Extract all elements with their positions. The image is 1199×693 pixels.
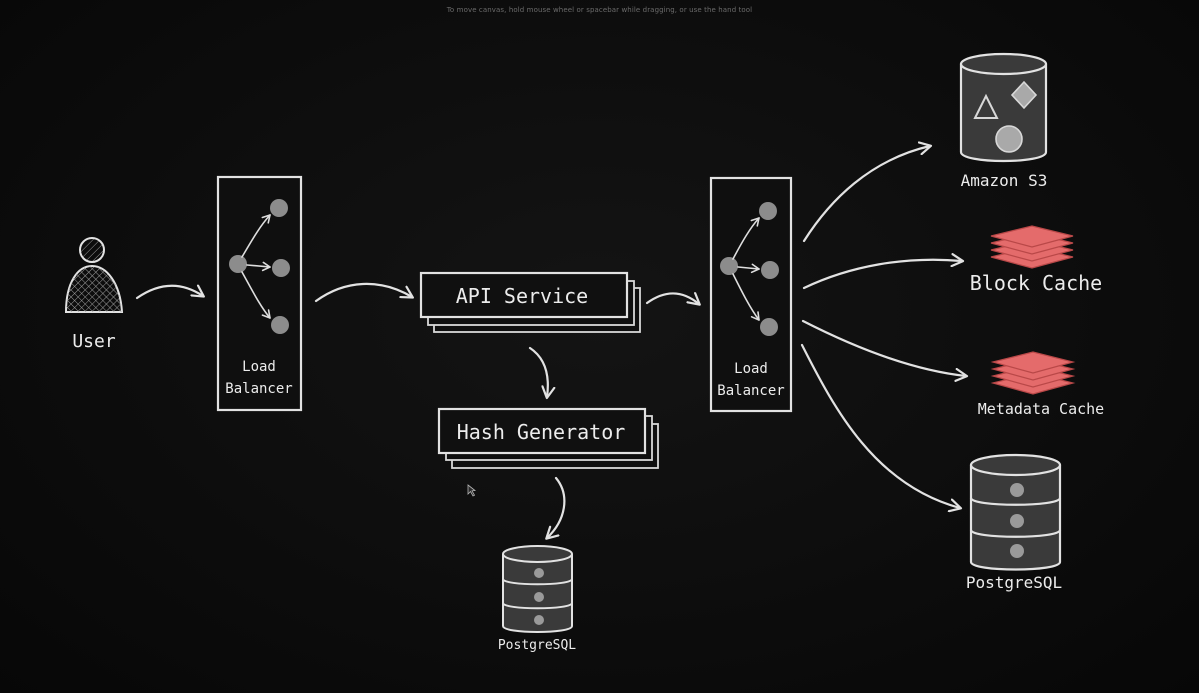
api-service-label: API Service [456,284,588,308]
postgres-small-label: PostgreSQL [498,638,576,653]
lb-right-label-line1: Load [734,361,768,377]
bucket-icon [959,52,1048,163]
postgres-large-node[interactable]: PostgreSQL [966,453,1062,592]
arrow-api-to-hash [528,346,548,397]
database-icon [502,545,573,633]
block-cache-node[interactable]: Block Cache [970,225,1102,295]
connectors [135,146,966,538]
arrow-lb-to-postgres [800,343,960,508]
database-icon [969,453,1062,571]
hash-generator-node[interactable]: Hash Generator [437,407,659,469]
hash-generator-label: Hash Generator [457,420,626,444]
api-service-node[interactable]: API Service [419,271,641,333]
arrow-hash-to-postgres [547,476,566,538]
arrow-lb-to-block-cache [802,260,962,290]
metadata-cache-label: Metadata Cache [978,400,1104,418]
lb-right-label-line2: Balancer [717,383,784,399]
user-label: User [72,331,116,352]
lb-left-label-line1: Load [242,359,276,375]
amazon-s3-node[interactable]: Amazon S3 [959,52,1048,190]
postgres-small-node[interactable]: PostgreSQL [498,545,576,653]
load-balancer-left[interactable]: Load Balancer [216,175,303,412]
arrow-lb-to-s3 [802,146,930,243]
router-icon [229,199,290,334]
cursor-icon [467,484,477,497]
router-icon [720,202,779,336]
layers-icon [990,351,1076,395]
metadata-cache-node[interactable]: Metadata Cache [978,351,1104,418]
user-node[interactable]: User [64,237,124,352]
arrow-lb-to-metadata-cache [801,319,966,376]
layers-icon [990,225,1074,269]
load-balancer-right[interactable]: Load Balancer [709,176,793,413]
canvas-hint: To move canvas, hold mouse wheel or spac… [446,6,753,14]
arrow-api-to-lb [645,293,699,304]
arrow-lb-to-api [314,282,412,303]
block-cache-label: Block Cache [970,271,1102,295]
lb-left-label-line2: Balancer [225,381,292,397]
postgres-large-label: PostgreSQL [966,573,1062,592]
amazon-s3-label: Amazon S3 [961,171,1048,190]
user-icon [64,237,124,313]
arrow-user-to-lb [135,286,203,300]
